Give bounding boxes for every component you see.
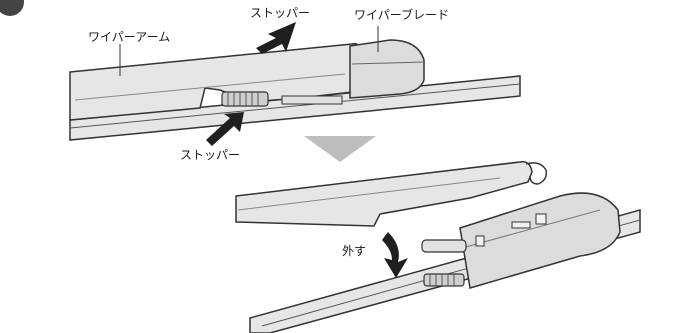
remove-arrow xyxy=(382,232,408,278)
arrow-stopper-top xyxy=(256,22,296,54)
label-stopper-bottom: ストッパー xyxy=(180,148,241,162)
stopper-spring-top xyxy=(221,91,269,107)
bottom-assembly xyxy=(235,160,641,333)
step-arrow xyxy=(304,136,376,162)
label-stopper-top: ストッパー xyxy=(250,6,311,20)
arrow-stopper-bottom xyxy=(206,112,244,146)
step-badge xyxy=(0,0,24,16)
lifted-arm xyxy=(235,160,533,227)
label-wiper-arm: ワイパーアーム xyxy=(88,30,171,44)
adapter-pin-upper xyxy=(421,239,467,253)
label-wiper-blade: ワイパーブレード xyxy=(354,8,450,22)
top-assembly xyxy=(69,39,521,141)
wiper-blade-head xyxy=(349,39,425,99)
label-remove: 外す xyxy=(342,244,367,258)
arm-hook xyxy=(525,162,548,185)
blade-adapter xyxy=(459,192,621,289)
